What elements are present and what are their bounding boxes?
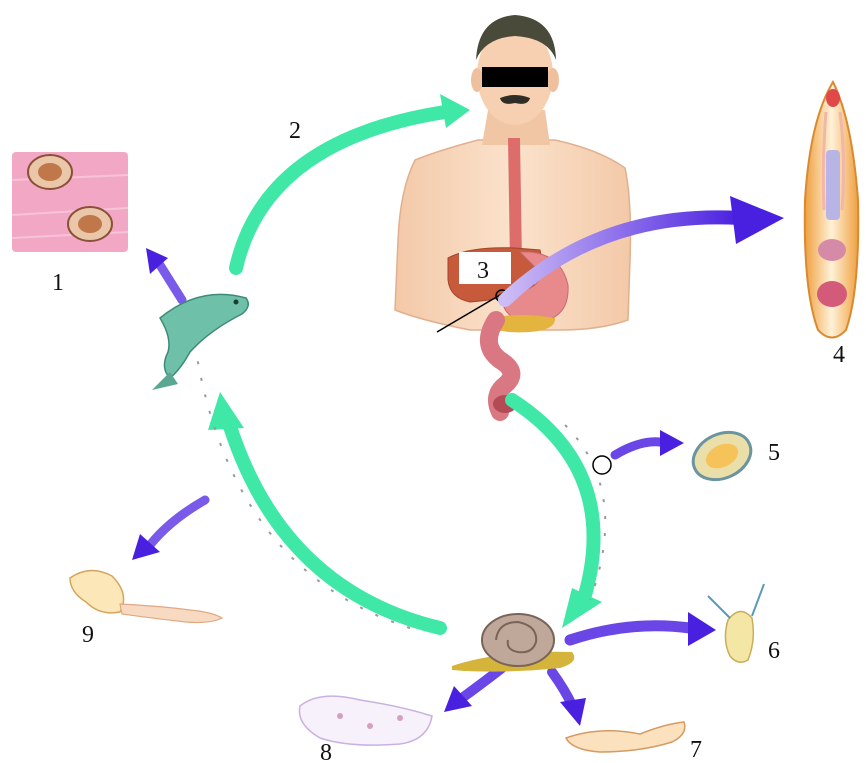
arrow-snail-to-fish-head <box>208 392 244 430</box>
miracidium-body <box>725 611 753 662</box>
uterus <box>826 150 840 220</box>
label-6: 6 <box>768 638 780 664</box>
redia-body <box>566 722 685 752</box>
human-ear-left <box>471 68 483 92</box>
label-1: 1 <box>52 270 64 296</box>
arrow-to-stage-9 <box>150 500 205 545</box>
arrow-to-stage-4-head <box>730 196 784 244</box>
stage-9-cercaria <box>70 570 222 622</box>
snail-host <box>452 614 574 672</box>
label-5: 5 <box>768 440 780 466</box>
arrow-to-stage-5 <box>615 442 660 455</box>
arrow-to-stage-1 <box>160 265 182 300</box>
label-9: 9 <box>82 622 94 648</box>
arrow-to-stage-8 <box>462 668 502 698</box>
sporocyst-body <box>299 696 432 745</box>
testis-lower <box>817 281 847 307</box>
label-8: 8 <box>320 740 332 763</box>
cercaria-head <box>70 570 124 612</box>
label-3: 3 <box>477 258 489 284</box>
arrow-human-to-snail <box>512 400 594 595</box>
stage-8-sporocyst <box>299 696 432 745</box>
testis-upper <box>818 239 846 261</box>
egg-marker <box>593 456 611 474</box>
arrow-fish-to-human-head <box>440 94 470 128</box>
human-eye-bar <box>482 67 548 87</box>
arrow-to-stage-5-head <box>660 430 684 456</box>
arrow-to-stage-7-head <box>560 698 586 726</box>
human-host <box>395 15 630 413</box>
arrow-human-to-snail-head <box>562 588 602 628</box>
label-7: 7 <box>690 737 702 763</box>
cercaria-tail <box>120 604 222 623</box>
trail-cercaria-to-fish <box>195 345 410 628</box>
stage-6-miracidium <box>708 584 764 662</box>
stage-5-egg <box>686 423 759 488</box>
human-esophagus <box>508 138 522 262</box>
stage-1-metacercariae <box>12 152 128 252</box>
label-2: 2 <box>289 118 301 144</box>
arrow-to-stage-6 <box>570 626 690 640</box>
arrow-to-stage-6-head <box>688 612 716 646</box>
stage-7-redia <box>566 722 685 752</box>
human-ear-right <box>547 68 559 92</box>
arrow-to-stage-7 <box>552 672 572 705</box>
oral-sucker <box>826 89 840 107</box>
fish-body <box>160 294 248 378</box>
fish-eye <box>234 300 239 305</box>
arrow-snail-to-fish <box>228 420 440 628</box>
fish-host <box>152 294 248 390</box>
stage-4-adult-fluke <box>805 82 858 338</box>
label-4: 4 <box>833 342 845 368</box>
